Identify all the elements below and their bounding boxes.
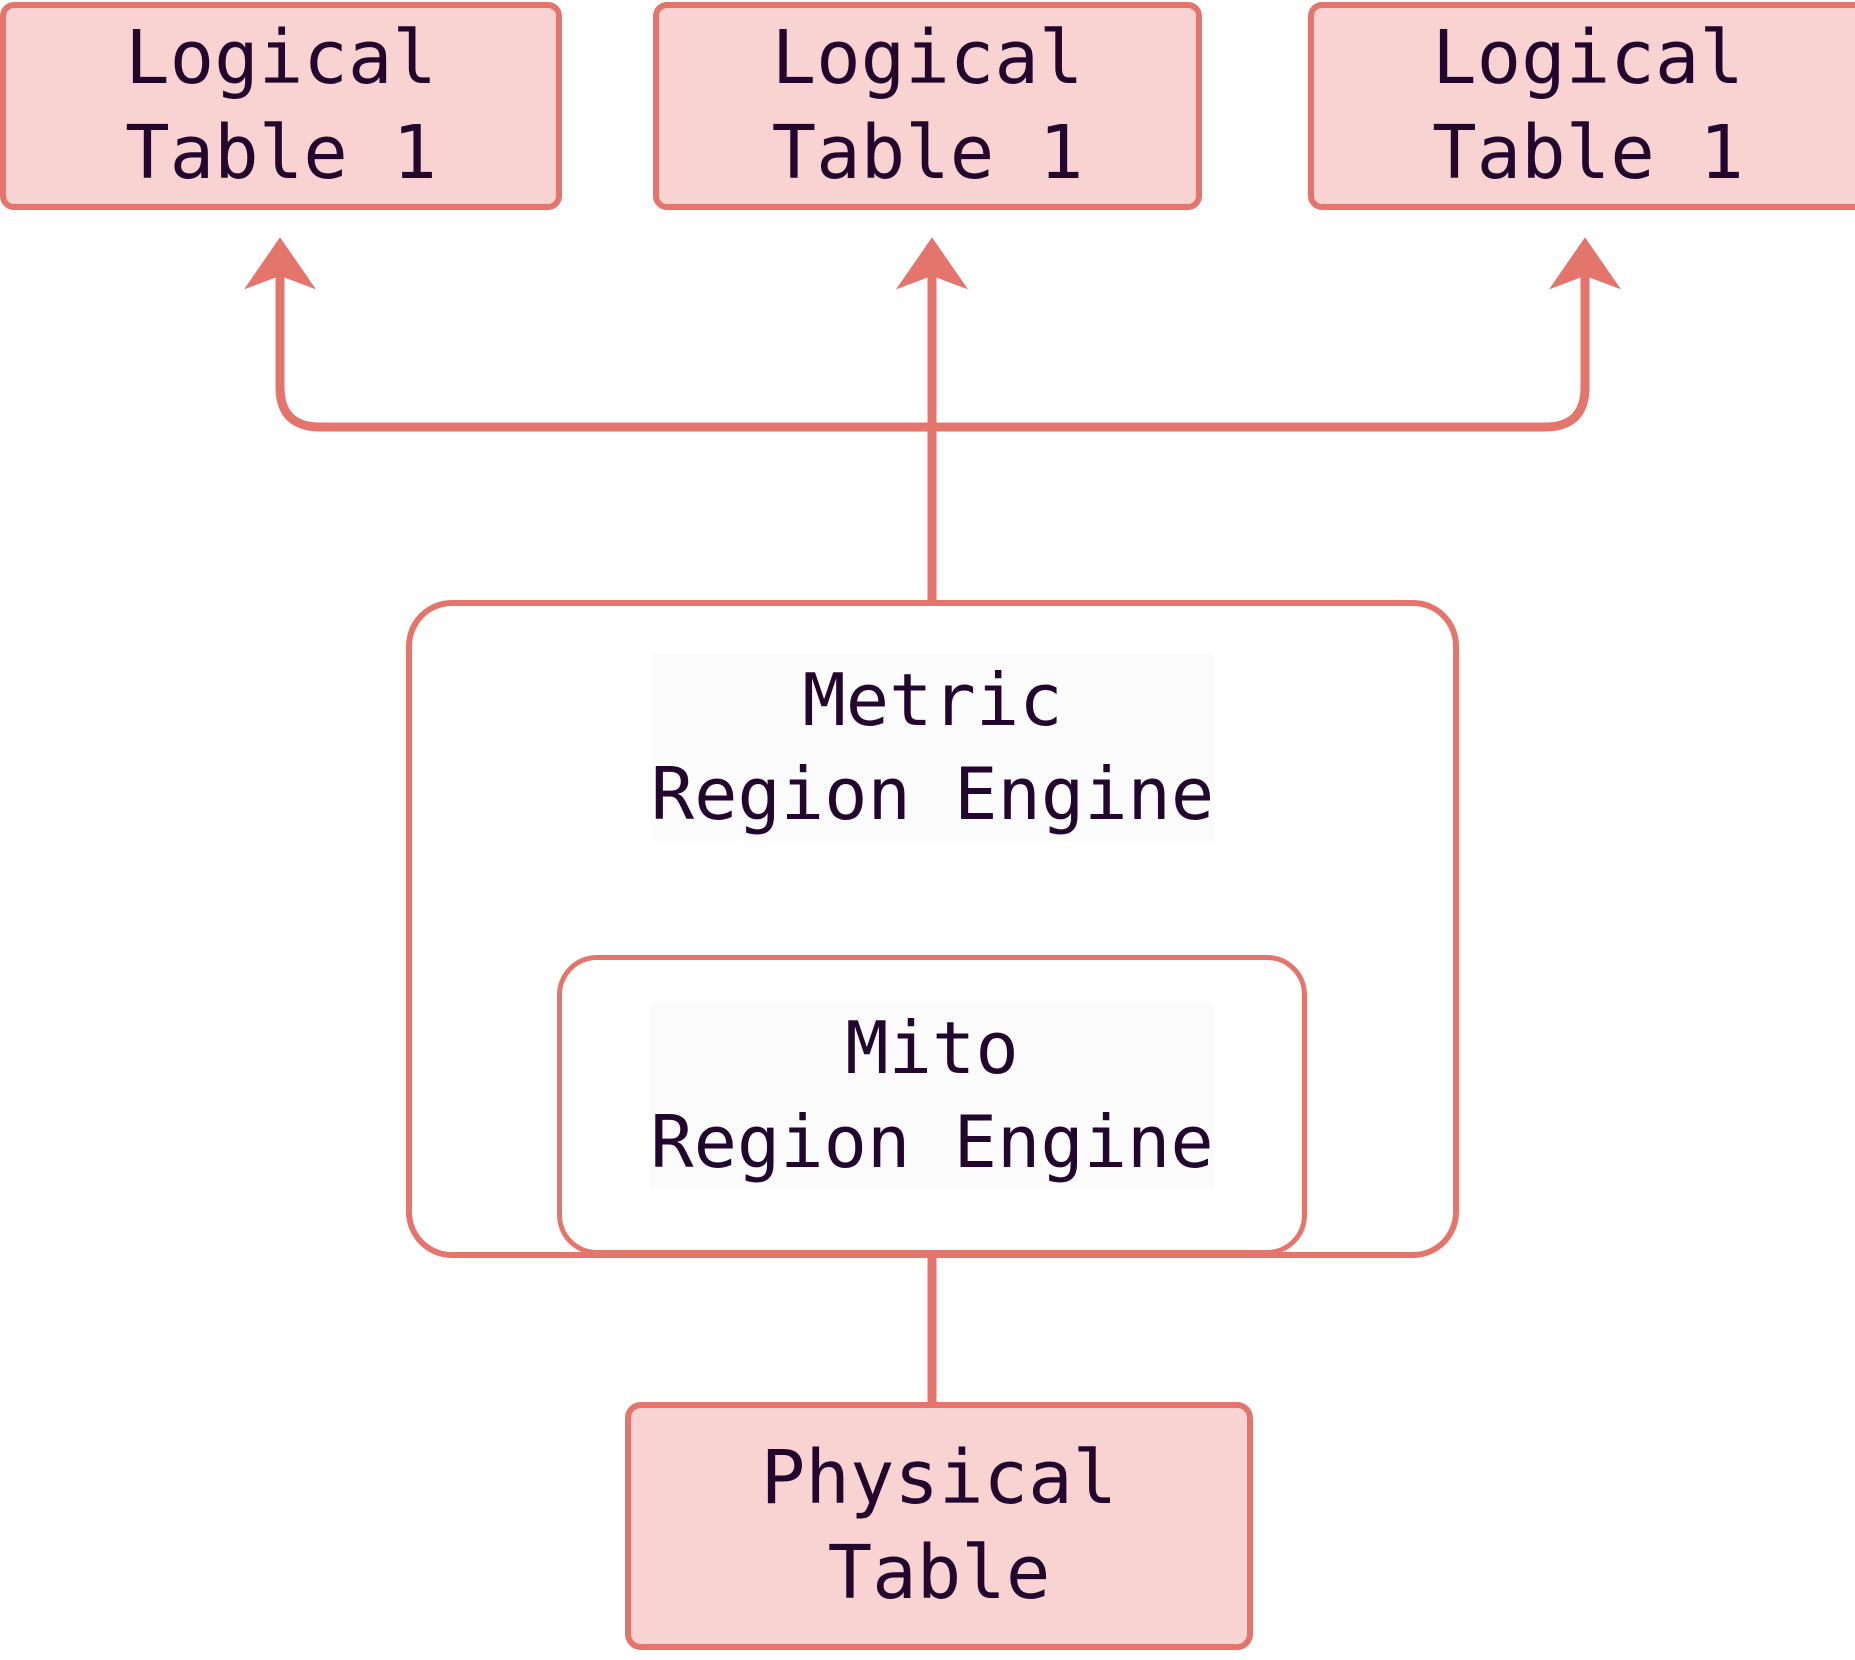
physical-table-label: Physical Table [760,1435,1118,1616]
mito-region-engine-label: Mito Region Engine [650,1002,1214,1190]
logical-table-label-3: Logical Table 1 [1432,15,1744,196]
connector-bus-right [932,237,1621,432]
logical-table-label-1: Logical Table 1 [125,15,437,196]
logical-table-node-2[interactable]: Logical Table 1 [653,2,1202,210]
logical-table-node-3[interactable]: Logical Table 1 [1308,2,1855,210]
physical-table-node[interactable]: Physical Table [625,1402,1253,1650]
logical-table-node-1[interactable]: Logical Table 1 [0,2,562,210]
mito-region-engine-box[interactable]: Mito Region Engine [557,955,1307,1255]
logical-table-label-2: Logical Table 1 [771,15,1084,196]
metric-region-engine-label: Metric Region Engine [650,654,1215,842]
connector-bus-left [244,237,932,432]
